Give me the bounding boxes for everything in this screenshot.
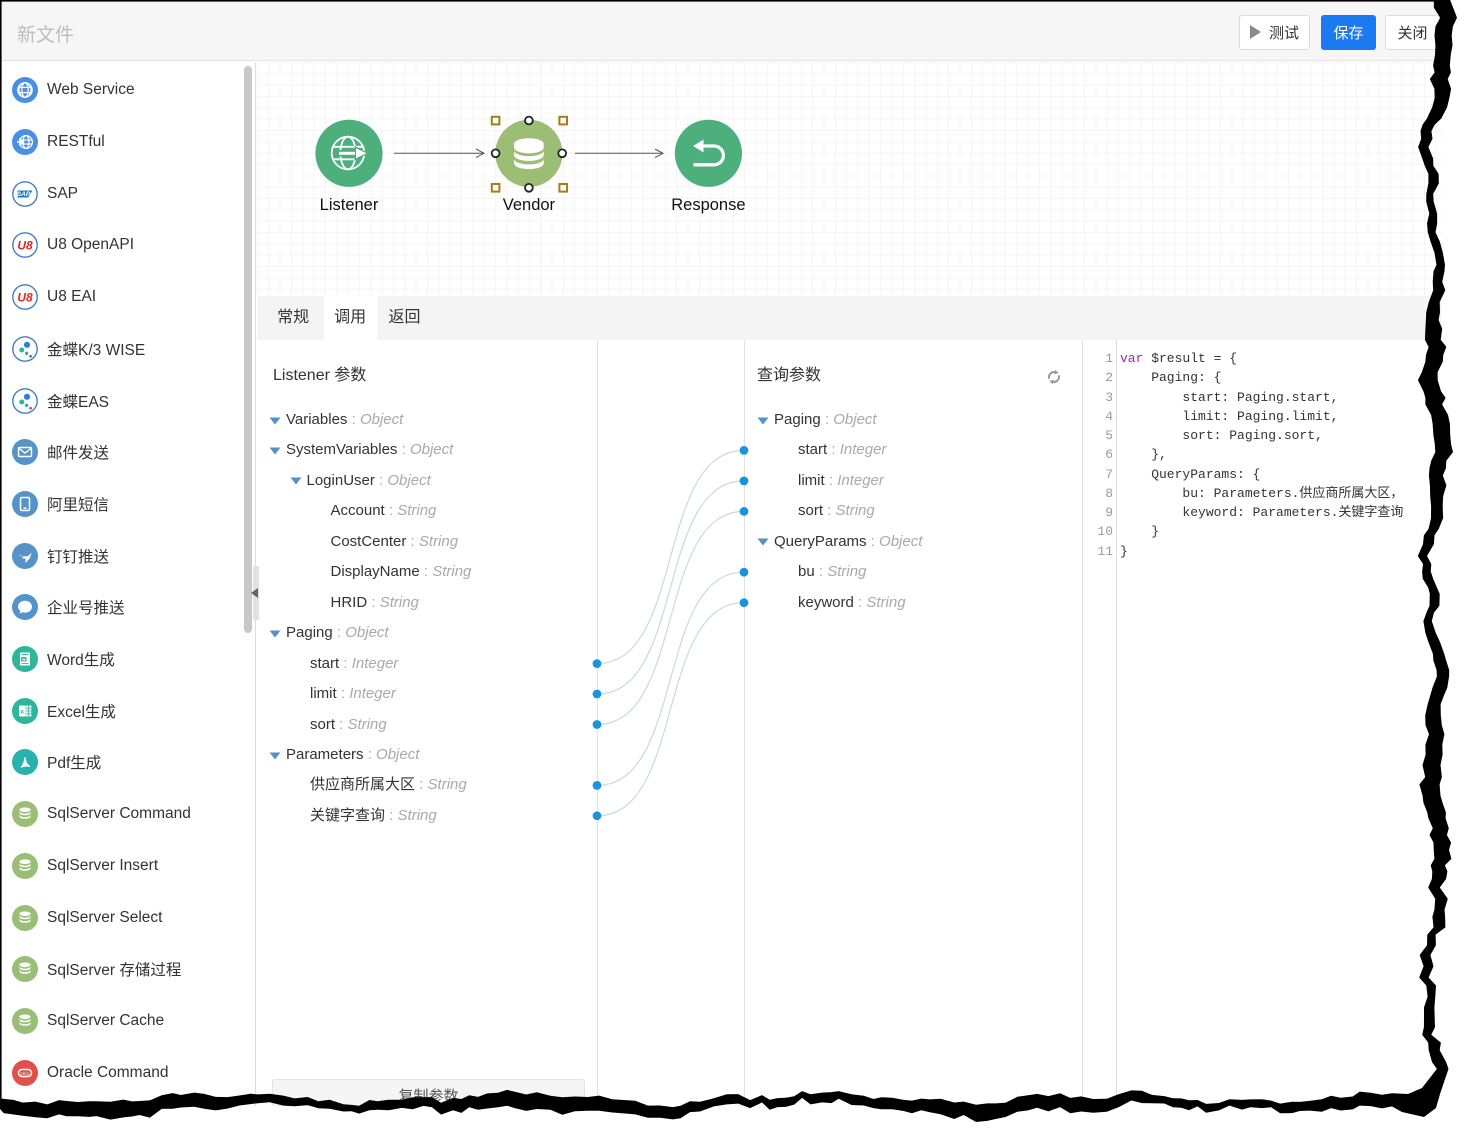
svg-text:Listener: Listener [320, 196, 379, 214]
svg-text:Vendor: Vendor [503, 196, 556, 214]
svg-text:ORCL: ORCL [20, 1071, 30, 1075]
svg-text:SAP: SAP [17, 191, 31, 198]
svg-text:U8: U8 [17, 291, 33, 305]
svg-text:Response: Response [671, 196, 745, 214]
svg-text:w: w [21, 657, 26, 662]
svg-text:x: x [20, 708, 24, 715]
svg-text:U8: U8 [17, 239, 33, 253]
